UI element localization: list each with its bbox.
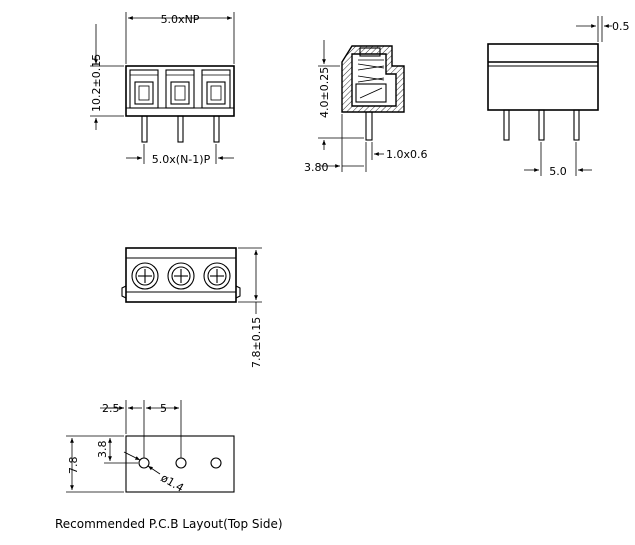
back-body-outline [487,43,599,111]
pcb-edge-dim: 2.5 [102,402,120,415]
pcb-pitch-dim: 5 [160,402,167,415]
side-housing-hatched [341,45,405,113]
top-body-outline [125,247,237,303]
pcb-row-dim: 3.8 [96,441,109,459]
pcb-hole-2 [175,457,187,469]
top-screw-1 [131,262,159,290]
pcb-layout: 2.5 5 7.8 3.8 ø1.4 [66,400,235,495]
pcb-hole-dim: ø1.4 [159,471,186,494]
front-width-dim: 5.0xNP [161,13,200,26]
front-terminal-1 [129,69,159,109]
side-section-view: 4.0±0.25 3.80 1.0x0.6 [304,40,428,174]
side-screw-thread [357,59,385,83]
pcb-outline [125,435,235,493]
top-view: 7.8±0.15 [121,247,263,368]
back-view: 0.5 5.0 [487,16,630,178]
pcb-caption: Recommended P.C.B Layout(Top Side) [55,517,283,531]
front-terminal-2 [165,69,195,109]
top-screw-2 [167,262,195,290]
back-top-dim: 0.5 [612,20,630,33]
top-depth-dim: 7.8±0.15 [250,317,263,368]
side-offset-dim: 3.80 [304,161,329,174]
front-pins [141,115,220,143]
front-height-dim: 10.2±0.15 [90,54,103,112]
side-clamp [355,83,387,103]
pcb-hole-1 [138,457,150,469]
front-pitch-dim: 5.0x(N-1)P [152,153,211,166]
side-clamp-spring [359,87,383,99]
back-pitch-dim: 5.0 [549,165,567,178]
side-height-dim: 4.0±0.25 [318,67,331,118]
pcb-hole-3 [210,457,222,469]
side-screw-head [359,47,381,57]
front-terminal-3 [201,69,231,109]
top-screw-3 [203,262,231,290]
pcb-height-dim: 7.8 [67,457,80,475]
front-view: 5.0xNP 10.2±0.15 5.0x(N-1)P [90,12,235,166]
side-pin [365,111,373,141]
back-pins [503,109,580,141]
side-pin-dim: 1.0x0.6 [386,148,428,161]
